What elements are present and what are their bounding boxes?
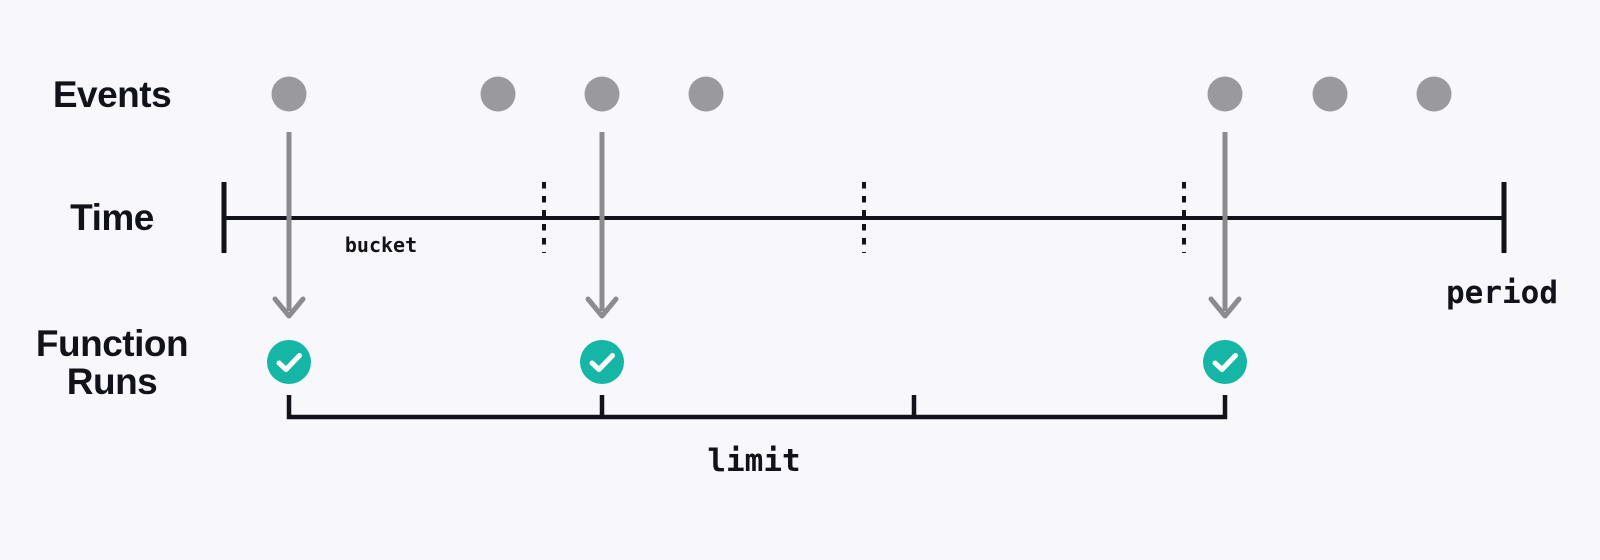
limit-bracket <box>286 395 1228 420</box>
arrow-head-icon <box>1208 296 1242 319</box>
function-runs-label-line1: Function <box>35 323 189 364</box>
function-run-circle <box>1203 340 1247 384</box>
function-runs-label-line2: Runs <box>66 361 158 402</box>
function-run-circle <box>267 340 311 384</box>
function-run-circle <box>580 340 624 384</box>
events-row-label: Events <box>52 74 172 115</box>
check-icon <box>589 353 615 372</box>
function-runs-row-label: Function Runs <box>18 325 206 401</box>
event-dot <box>688 76 724 112</box>
bucket-label: bucket <box>344 233 418 257</box>
event-dot <box>271 76 307 112</box>
limit-label: limit <box>707 443 801 479</box>
time-row-label: Time <box>70 197 154 238</box>
event-dot <box>480 76 516 112</box>
check-icon <box>276 353 302 372</box>
event-dot <box>1207 76 1243 112</box>
event-dot <box>1416 76 1452 112</box>
event-dot <box>584 76 620 112</box>
check-icon <box>1212 353 1238 372</box>
arrow-head-icon <box>585 296 619 319</box>
event-dot <box>1312 76 1348 112</box>
period-label: period <box>1446 275 1558 311</box>
arrow-head-icon <box>272 296 306 319</box>
